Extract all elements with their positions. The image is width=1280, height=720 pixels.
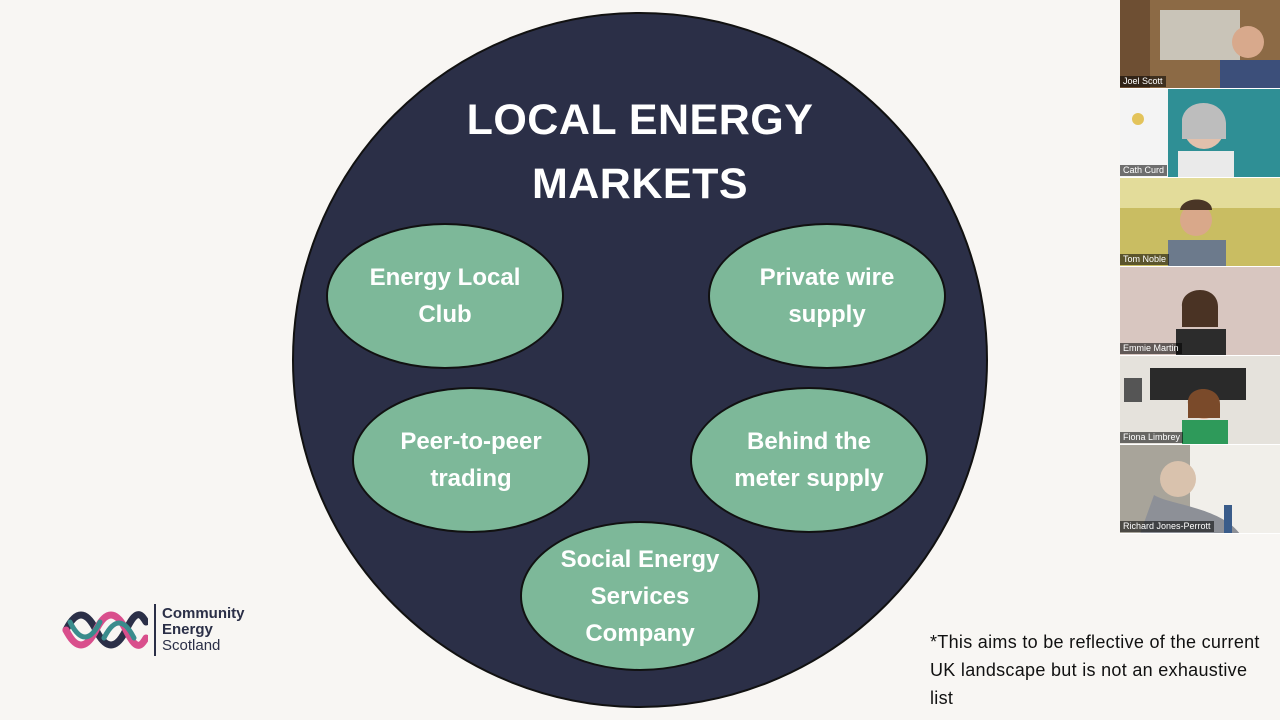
participant-tile[interactable]: Fiona Limbrey [1120, 356, 1280, 445]
video-feed-image [1120, 178, 1280, 266]
slide-title: LOCAL ENERGY MARKETS [420, 88, 860, 216]
participant-tile[interactable]: Emmie Martin [1120, 267, 1280, 356]
participant-name: Emmie Martin [1120, 343, 1182, 354]
video-feed-image [1120, 0, 1280, 88]
participant-name: Richard Jones-Perrott [1120, 521, 1214, 532]
participant-tile[interactable]: Richard Jones-Perrott [1120, 445, 1280, 534]
participant-name: Fiona Limbrey [1120, 432, 1184, 443]
participant-tile[interactable]: Joel Scott [1120, 0, 1280, 89]
participant-tile[interactable]: Cath Curd [1120, 89, 1280, 178]
ellipse-behind-the-meter-supply: Behind the meter supply [690, 387, 928, 533]
participant-name: Tom Noble [1120, 254, 1170, 265]
community-energy-scotland-logo: Community Energy Scotland [62, 602, 262, 658]
logo-divider [154, 604, 156, 656]
ellipse-label: Peer-to-peer trading [400, 428, 542, 492]
ellipse-peer-to-peer-trading: Peer-to-peer trading [352, 387, 590, 533]
ellipse-private-wire-supply: Private wire supply [708, 223, 946, 369]
participant-name: Joel Scott [1120, 76, 1166, 87]
logo-line-3: Scotland [162, 637, 221, 654]
video-feed-image [1120, 89, 1280, 177]
participant-video-strip: Joel Scott Cath Curd Tom Noble [1120, 0, 1280, 536]
participant-tile[interactable]: Tom Noble [1120, 178, 1280, 267]
ellipse-label: Social Energy Services Company [560, 545, 720, 647]
ellipse-label: Behind the meter supply [734, 428, 884, 492]
video-feed-image [1120, 267, 1280, 355]
ellipse-energy-local-club: Energy Local Club [326, 223, 564, 369]
ellipse-label: Energy Local Club [369, 264, 521, 328]
logo-line-1: Community [162, 605, 245, 622]
video-feed-image [1120, 445, 1280, 533]
ellipse-social-energy-services-company: Social Energy Services Company [520, 521, 760, 671]
ellipse-label: Private wire supply [759, 264, 895, 328]
logo-text: Community Energy Scotland [162, 606, 245, 654]
title-line-1: LOCAL ENERGY [466, 96, 814, 144]
participant-name: Cath Curd [1120, 165, 1168, 176]
logo-mark-icon [62, 611, 148, 649]
logo-line-2: Energy [162, 621, 213, 638]
footnote: *This aims to be reflective of the curre… [930, 632, 1260, 708]
title-line-2: MARKETS [531, 160, 749, 208]
video-feed-image [1120, 356, 1280, 444]
